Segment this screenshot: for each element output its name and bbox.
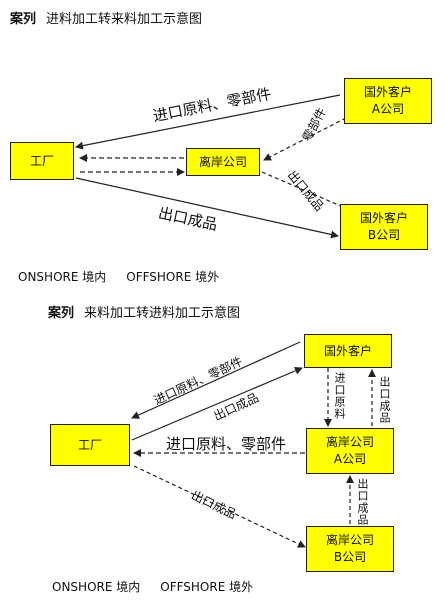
foreign-client-box: 国外客户 — [304, 334, 392, 368]
arrow-factory-to-offshore-b-dashed — [133, 465, 306, 548]
factory-box-2: 工厂 — [50, 424, 130, 466]
offshore-company-box: 离岸公司 — [186, 148, 260, 176]
label-vertical-export: 出口成品 — [378, 376, 391, 424]
offshore-b-line2: B公司 — [333, 550, 367, 564]
offshore-a-box: 离岸公司 A公司 — [306, 428, 394, 474]
arrow-import-to-factory — [75, 94, 341, 150]
foreign-client-label: 国外客户 — [323, 343, 372, 358]
diagram1-title-text: 进料加工转来料加工示意图 — [46, 12, 203, 27]
factory-label-2: 工厂 — [77, 437, 102, 452]
offshore-company-label: 离岸公司 — [198, 154, 247, 169]
arrow-factory-to-client-b — [75, 177, 339, 239]
diagram1-tag: 案列 — [10, 12, 37, 27]
footer-offshore-2: OFFSHORE 境外 — [160, 580, 254, 594]
client-b-box: 国外客户 B公司 — [340, 204, 428, 250]
diagram1-title: 案列进料加工转来料加工示意图 — [10, 8, 202, 27]
arrow-offshore-to-client-b-dashed — [261, 171, 351, 211]
footer-onshore: ONSHORE 境内 — [18, 270, 107, 284]
footer-onshore-2: ONSHORE 境内 — [52, 580, 141, 594]
footer-offshore: OFFSHORE 境外 — [126, 270, 220, 284]
offshore-b-line1: 离岸公司 — [325, 533, 374, 547]
diagram2-footer: ONSHORE 境内 OFFSHORE 境外 — [52, 578, 253, 595]
factory-label: 工厂 — [29, 153, 54, 168]
offshore-a-line1: 离岸公司 — [325, 435, 374, 449]
diagram2-title-text: 来料加工转进料加工示意图 — [84, 306, 241, 321]
arrow-factory-export-to-foreign — [131, 367, 303, 441]
client-a-line1: 国外客户 — [363, 85, 412, 99]
client-b-line1: 国外客户 — [359, 211, 408, 225]
diagram2-title: 案列来料加工转进料加工示意图 — [48, 302, 240, 321]
diagram2-tag: 案列 — [48, 306, 75, 321]
label-import-middle: 进口原料、零部件 — [166, 435, 287, 453]
label-vertical-export-b: 出口成品 — [356, 478, 369, 526]
diagram1-footer: ONSHORE 境内 OFFSHORE 境外 — [18, 268, 219, 285]
offshore-b-box: 离岸公司 B公司 — [306, 526, 394, 572]
factory-box: 工厂 — [10, 142, 74, 180]
arrow-client-a-to-offshore-dashed — [263, 117, 347, 161]
arrow-foreign-import-to-factory — [131, 341, 301, 419]
client-a-line2: A公司 — [371, 102, 405, 116]
label-vertical-import: 进口原料 — [333, 372, 346, 420]
offshore-a-line2: A公司 — [333, 452, 367, 466]
client-a-box: 国外客户 A公司 — [344, 78, 432, 124]
client-b-line2: B公司 — [367, 228, 401, 242]
